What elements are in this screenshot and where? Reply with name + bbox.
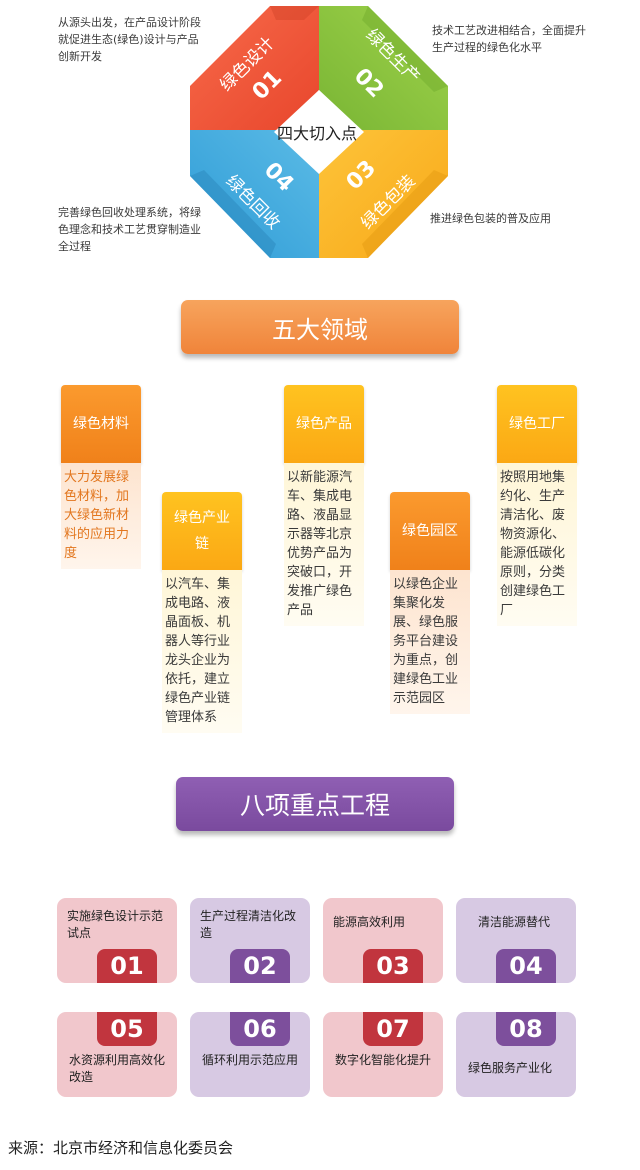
project-num: 07 [363,1012,423,1046]
banner-eight-projects: 八项重点工程 [176,777,454,831]
project-card-08: 08 绿色服务产业化 [456,1012,576,1097]
project-num: 06 [230,1012,290,1046]
entry-desc-01: 从源头出发，在产品设计阶段就促进生态(绿色)设计与产品创新开发 [58,16,201,63]
entry-desc-03: 推进绿色包装的普及应用 [430,212,551,225]
domain-card-title-text: 绿色产业链 [174,510,230,552]
domain-card-title: 绿色园区 [390,492,470,570]
project-card-03: 能源高效利用 03 [323,898,443,983]
project-label: 清洁能源替代 [478,915,551,929]
project-label: 循环利用示范应用 [202,1053,299,1067]
source-credit: 来源：北京市经济和信息化委员会 [8,1139,234,1157]
project-label: 绿色服务产业化 [468,1061,553,1075]
domain-card-green-factories: 绿色工厂 按照用地集约化、生产清洁化、废物资源化、能源低碳化原则，分类创建绿色工… [497,385,577,626]
domain-card-title: 绿色材料 [61,385,141,463]
domain-card-green-parks: 绿色园区 以绿色企业集聚化发展、绿色服务平台建设为重点，创建绿色工业示范园区 [390,492,470,714]
project-card-02: 生产过程清洁化改造 02 [190,898,310,983]
domain-card-green-chain: 绿色产业链 以汽车、集成电路、液晶面板、机器人等行业龙头企业为依托，建立绿色产业… [162,492,242,733]
project-card-01: 实施绿色设计示范试点 01 [57,898,177,983]
center-label: 四大切入点 [277,124,357,143]
entry-points-octagon: 绿色设计 01 绿色生产 02 绿色包装 03 绿色回收 04 四大切入点 [190,6,448,258]
domain-card-body: 以绿色企业集聚化发展、绿色服务平台建设为重点，创建绿色工业示范园区 [390,570,470,714]
domain-card-green-materials: 绿色材料 大力发展绿色材料，加大绿色新材料的应用力度 [61,385,141,569]
project-card-05: 05 水资源利用高效化改造 [57,1012,177,1097]
project-card-06: 06 循环利用示范应用 [190,1012,310,1097]
project-label: 生产过程清洁化改造 [200,909,297,940]
domain-card-body: 按照用地集约化、生产清洁化、废物资源化、能源低碳化原则，分类创建绿色工厂 [497,463,577,626]
domain-card-body: 以新能源汽车、集成电路、液晶显示器等北京优势产品为突破口，开发推广绿色产品 [284,463,364,626]
entry-desc-02: 技术工艺改进相结合，全面提升生产过程的绿色化水平 [432,24,586,54]
project-num: 05 [97,1012,157,1046]
domain-card-title: 绿色工厂 [497,385,577,463]
domain-card-green-products: 绿色产品 以新能源汽车、集成电路、液晶显示器等北京优势产品为突破口，开发推广绿色… [284,385,364,626]
project-num: 01 [97,949,157,983]
project-label: 能源高效利用 [333,915,406,929]
domain-card-title: 绿色产品 [284,385,364,463]
domain-card-title: 绿色产业链 [162,492,242,570]
project-num: 04 [496,949,556,983]
project-num: 08 [496,1012,556,1046]
project-num: 02 [230,949,290,983]
center-diamond [274,90,364,174]
segment-green-production: 绿色生产 02 [319,6,448,130]
domain-card-body: 以汽车、集成电路、液晶面板、机器人等行业龙头企业为依托，建立绿色产业链管理体系 [162,570,242,733]
project-label: 数字化智能化提升 [335,1053,432,1067]
project-card-04: 清洁能源替代 04 [456,898,576,983]
domain-card-body: 大力发展绿色材料，加大绿色新材料的应用力度 [61,463,141,569]
banner-five-domains: 五大领域 [181,300,459,354]
entry-desc-04: 完善绿色回收处理系统，将绿色理念和技术工艺贯穿制造业全过程 [58,206,201,253]
project-card-07: 07 数字化智能化提升 [323,1012,443,1097]
project-label: 实施绿色设计示范试点 [67,909,164,940]
project-label: 水资源利用高效化改造 [69,1053,166,1084]
project-num: 03 [363,949,423,983]
